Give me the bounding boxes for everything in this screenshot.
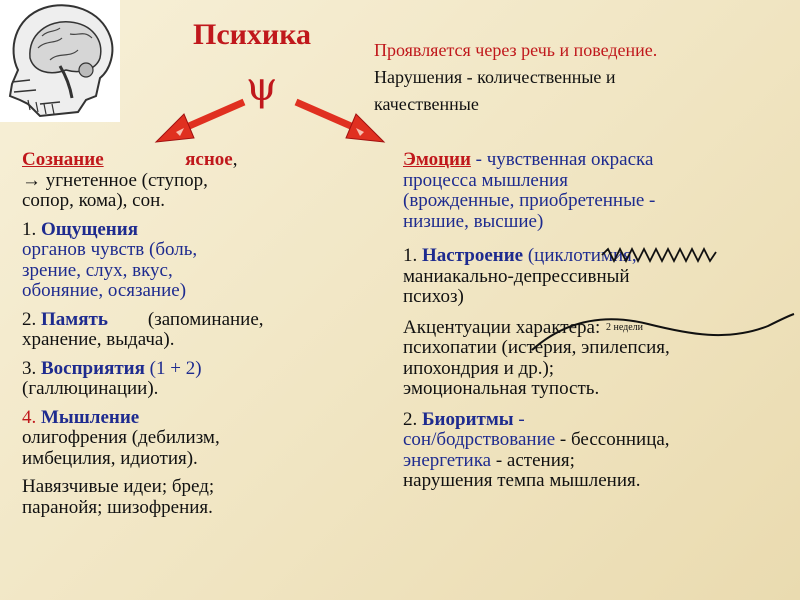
perception-line2: (галлюцинации).: [22, 378, 159, 399]
consciousness-line3: сопор, кома), сон.: [22, 190, 166, 211]
top-right-line1: Проявляется через речь и поведение.: [374, 40, 658, 60]
sensations-num: 1.: [22, 218, 37, 240]
thinking-term: Мышление: [41, 406, 140, 428]
biorhythms-dash: -: [513, 408, 525, 430]
biorhythms-line4: нарушения темпа мышления.: [403, 470, 641, 491]
insomnia-text: - бессонница,: [555, 429, 670, 450]
memory-num: 2.: [22, 308, 37, 330]
consciousness-line2: → угнетенное (ступор,: [22, 169, 208, 191]
perception-term: Восприятия: [41, 357, 145, 379]
accentuation-line4: эмоциональная тупость.: [403, 378, 600, 399]
memory-term: Память: [41, 308, 108, 330]
top-right-line3: качественные: [374, 94, 479, 114]
mood-num: 1.: [403, 245, 418, 266]
top-right-line2: Нарушения - количественные и: [374, 67, 616, 87]
page-title: Психика: [193, 18, 312, 51]
wave-label: 2 недели: [606, 322, 644, 333]
emotions-def4: низшие, высшие): [403, 210, 544, 232]
arrow-left-down-icon: [154, 98, 246, 143]
biorhythms-num: 2.: [403, 408, 418, 430]
skull-brain-illustration: [0, 0, 120, 122]
mood-term: Настроение: [422, 245, 524, 266]
thinking-line3: имбецилия, идиотия).: [22, 447, 198, 469]
consciousness-block: Сознание ясное, → угнетенное (ступор, со…: [22, 149, 352, 212]
slow-wave-icon: [531, 313, 795, 351]
memory-tail: (запоминание,: [147, 308, 264, 330]
left-column: Сознание ясное, → угнетенное (ступор, со…: [22, 149, 352, 526]
sensations-line4: обоняние, осязание): [22, 280, 187, 301]
energetics-term: энергетика: [403, 449, 492, 471]
perception-paren: (1 + 2): [149, 357, 202, 379]
psi-symbol: ψ: [246, 64, 278, 110]
consciousness-term: Сознание: [22, 149, 104, 170]
obsessions-line2: паранойя; шизофрения.: [22, 496, 213, 518]
memory-line2: хранение, выдача).: [22, 329, 175, 350]
accentuation-line3: ипохондрия и др.);: [403, 357, 555, 379]
mood-line2: маниакально-депрессивный: [403, 265, 630, 287]
perception-num: 3.: [22, 357, 37, 379]
comma: ,: [232, 149, 238, 170]
thinking-line2: олигофрения (дебилизм,: [22, 427, 220, 448]
emotions-term: Эмоции: [403, 149, 471, 170]
memory-block: 2. Память (запоминание, хранение, выдача)…: [22, 308, 352, 351]
emotions-def3: (врожденные, приобретенные -: [403, 190, 656, 211]
obsessions-block: Навязчивые идеи; бред; паранойя; шизофре…: [22, 476, 352, 518]
sensations-term: Ощущения: [41, 218, 138, 240]
right-column: Эмоции - чувственная окраска процесса мы…: [403, 149, 788, 500]
sleep-wake-term: сон/бодрствование: [403, 429, 556, 450]
zigzag-wave-icon: [601, 246, 717, 264]
sensations-line2: органов чувств (боль,: [22, 239, 198, 260]
thinking-block: 4. Мышление олигофрения (дебилизм, имбец…: [22, 406, 352, 470]
emotions-block: Эмоции - чувственная окраска процесса мы…: [403, 149, 788, 232]
mood-line3: психоз): [403, 286, 464, 307]
accentuation-line1: Акцентуации характера:: [403, 316, 601, 338]
top-right-description: Проявляется через речь и поведение. Нару…: [374, 37, 784, 118]
mood-block: 1. Настроение (циклотимия, маниакально-д…: [403, 245, 788, 308]
emotions-def1: - чувственная окраска: [470, 149, 654, 170]
biorhythms-block: 2. Биоритмы - сон/бодрствование - бессон…: [403, 408, 788, 492]
obsessions-line1: Навязчивые идеи; бред;: [22, 476, 215, 497]
accentuation-block: Акцентуации характера: психопатии (истер…: [403, 316, 788, 400]
emotions-def2: процесса мышления: [403, 169, 568, 191]
sensations-block: 1. Ощущения органов чувств (боль, зрение…: [22, 218, 352, 302]
asthenia-text: - астения;: [491, 449, 575, 471]
thinking-num: 4.: [22, 406, 37, 428]
biorhythms-term: Биоритмы: [422, 408, 514, 430]
clear-word: ясное: [185, 149, 233, 170]
arrow-right-down-icon: [294, 98, 386, 143]
perception-block: 3. Восприятия (1 + 2) (галлюцинации).: [22, 357, 352, 400]
sensations-line3: зрение, слух, вкус,: [22, 259, 173, 281]
